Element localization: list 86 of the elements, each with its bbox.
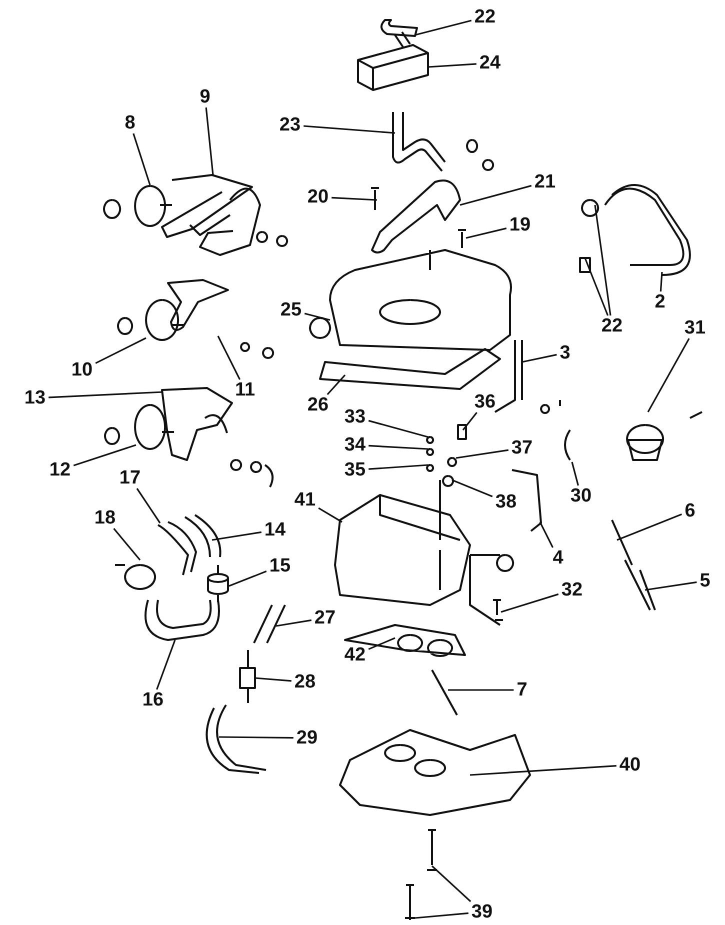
callout-number: 28 — [293, 672, 317, 692]
callout-number: 10 — [70, 360, 94, 380]
leader-line — [254, 677, 292, 682]
callout-number: 13 — [23, 388, 47, 408]
leader-line — [414, 20, 472, 36]
leader-line — [132, 133, 151, 186]
leader-line — [217, 336, 241, 380]
leader-line — [136, 488, 161, 524]
leader-line — [95, 337, 146, 364]
leader-line — [452, 479, 493, 498]
leader-line — [368, 444, 428, 450]
leader-line — [332, 196, 378, 201]
callout-number: 42 — [343, 646, 367, 664]
leader-line — [584, 258, 609, 316]
callout-number: 21 — [533, 172, 557, 192]
leader-line — [594, 204, 612, 316]
callout-number: 37 — [510, 438, 534, 458]
leader-line — [48, 391, 164, 398]
callout-number: 30 — [569, 486, 593, 506]
leader-line — [368, 420, 428, 438]
callout-number: 6 — [684, 502, 696, 520]
callout-number: 34 — [343, 436, 367, 454]
callout-number: 36 — [473, 392, 497, 412]
callout-number: 14 — [263, 520, 287, 540]
callout-number: 8 — [124, 114, 136, 132]
callout-number: 5 — [698, 572, 712, 590]
callout-number: 23 — [278, 116, 302, 134]
callout-number: 26 — [306, 396, 330, 414]
leader-line — [368, 637, 396, 650]
callout-number: 9 — [198, 88, 212, 106]
callout-number: 15 — [268, 556, 292, 576]
leader-line — [428, 63, 476, 68]
callout-number: 20 — [306, 188, 330, 206]
callout-number: 39 — [470, 902, 494, 922]
leader-line — [522, 354, 557, 363]
callout-number: 16 — [141, 690, 165, 710]
callout-number: 17 — [118, 468, 142, 488]
callout-number: 35 — [343, 460, 367, 480]
leader-line — [73, 444, 136, 466]
leader-line — [431, 865, 472, 902]
leader-line — [368, 464, 428, 470]
leader-line — [326, 374, 346, 396]
leader-line — [460, 184, 532, 206]
leader-line — [571, 462, 579, 486]
leader-line — [616, 514, 682, 541]
leader-line — [539, 522, 554, 548]
leader-line — [647, 338, 690, 412]
leader-line — [500, 593, 559, 613]
leader-line — [318, 507, 342, 523]
callout-number: 31 — [683, 318, 707, 338]
callout-number: 24 — [478, 54, 502, 72]
callout-number: 27 — [313, 608, 337, 628]
callout-number: 40 — [618, 756, 642, 774]
leader-line — [644, 581, 697, 591]
leader-line — [304, 125, 396, 134]
leader-line — [276, 619, 312, 627]
leader-line — [456, 449, 509, 459]
callout-number: 25 — [279, 300, 303, 320]
callout-number: 18 — [93, 508, 117, 528]
leader-line — [470, 765, 616, 776]
callout-number: 12 — [48, 460, 72, 480]
callout-number: 22 — [473, 8, 497, 26]
leader-line — [414, 912, 468, 919]
leader-line — [156, 640, 176, 690]
callout-number: 33 — [343, 408, 367, 426]
callout-number: 22 — [600, 316, 624, 336]
leader-line — [228, 570, 267, 587]
leader-line — [660, 272, 663, 292]
leader-line — [462, 412, 478, 430]
callout-number: 32 — [560, 580, 584, 600]
callout-number: 41 — [293, 490, 317, 510]
callout-number: 2 — [654, 292, 666, 312]
callout-number: 4 — [552, 548, 564, 568]
leader-line — [466, 228, 507, 239]
callout-number: 11 — [234, 380, 256, 400]
leader-line — [304, 312, 330, 321]
leader-line — [212, 531, 262, 541]
callout-number: 29 — [295, 728, 319, 748]
leader-line — [205, 107, 214, 176]
callout-number: 3 — [558, 344, 572, 362]
callout-number: 7 — [516, 680, 528, 700]
callout-number: 19 — [508, 216, 532, 234]
callout-number: 38 — [494, 492, 518, 512]
leader-line — [113, 528, 141, 561]
leader-line — [448, 689, 514, 691]
leader-line — [219, 736, 294, 739]
